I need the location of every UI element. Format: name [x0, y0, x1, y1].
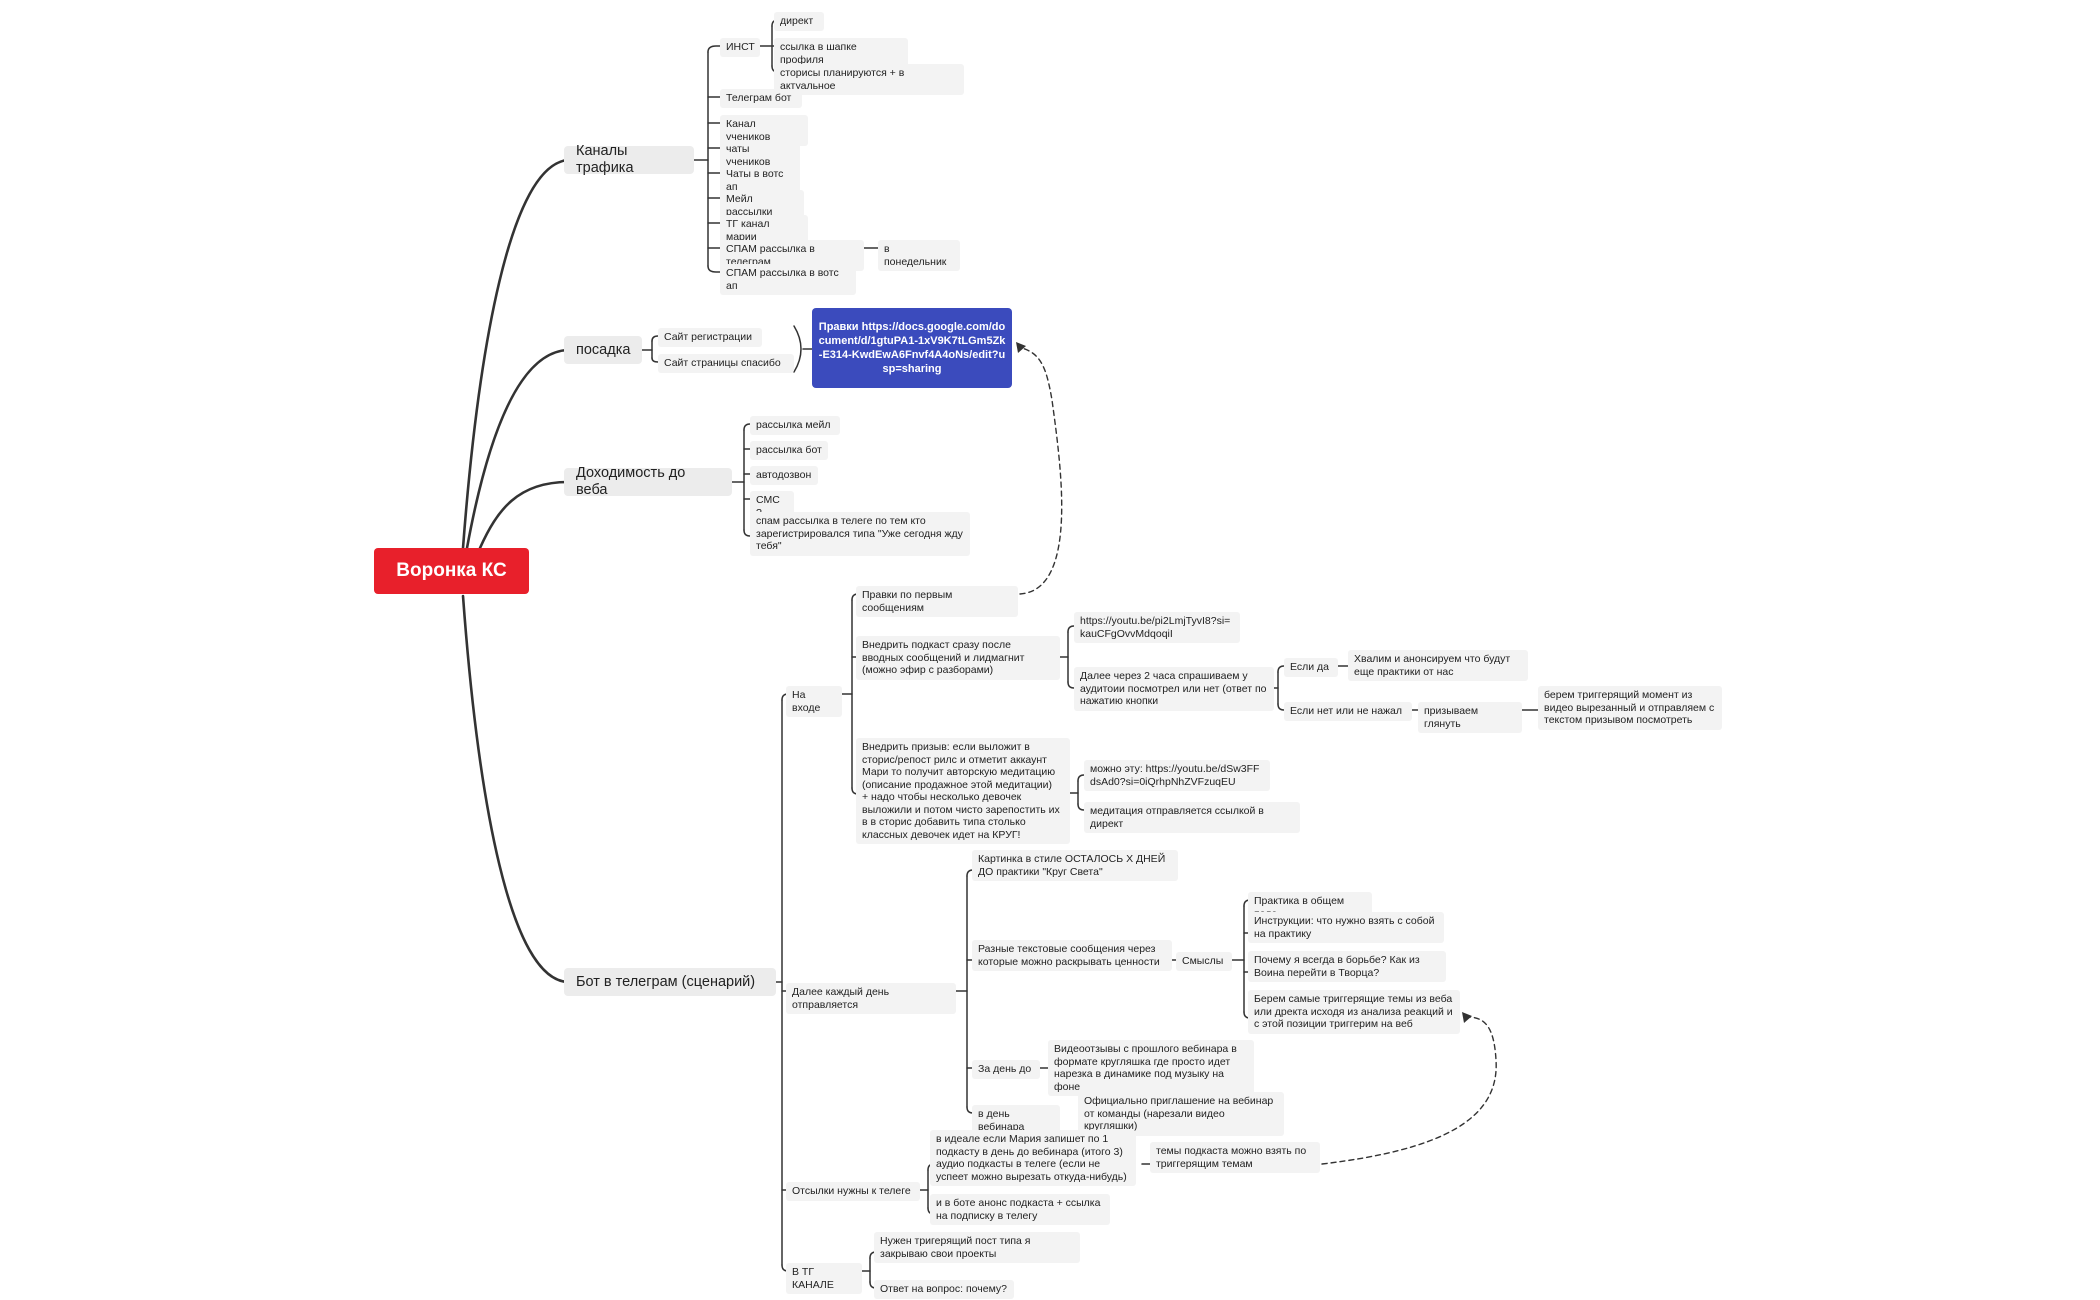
entry-podcast[interactable]: Внедрить подкаст сразу после вводных соо…	[856, 636, 1060, 680]
bot-entry[interactable]: На входе	[786, 686, 842, 717]
bot-tg-channel[interactable]: В ТГ КАНАЛЕ	[786, 1263, 862, 1294]
reach-autocall[interactable]: автодозвон	[750, 466, 818, 485]
meaning-instructions[interactable]: Инструкции: что нужно взять с собой на п…	[1248, 912, 1444, 943]
webinar-day-invite[interactable]: Официально приглашение на вебинар от ком…	[1078, 1092, 1284, 1136]
daily-day-before[interactable]: За день до	[972, 1060, 1040, 1079]
entry-first-messages-edits[interactable]: Правки по первым сообщениям	[856, 586, 1018, 617]
stories-meditation-link[interactable]: можно эту: https://youtu.be/dSw3FFdsAd0?…	[1084, 760, 1270, 791]
followup-if-yes[interactable]: Если да	[1284, 658, 1338, 677]
connector-root-bot	[461, 594, 570, 984]
podcast-youtube-link[interactable]: https://youtu.be/pi2LmjTyvI8?si=kauCFgOv…	[1074, 612, 1240, 643]
branch-webinar-reach[interactable]: Доходимость до веба	[564, 465, 732, 498]
if-no-trigger-moment[interactable]: берем триггерящий момент из видео выреза…	[1538, 686, 1722, 730]
connectors-landing	[641, 325, 813, 373]
daily-meanings[interactable]: Смыслы	[1176, 952, 1232, 971]
arrowheads	[1016, 342, 1472, 1023]
tg-answer-why[interactable]: Ответ на вопрос: почему?	[874, 1280, 1014, 1299]
daily-text-messages[interactable]: Разные текстовые сообщения через которые…	[972, 940, 1172, 971]
connector-root-traffic	[461, 158, 570, 550]
inst-profile-link[interactable]: ссылка в шапке профиля	[774, 38, 908, 69]
inst-stories[interactable]: сторисы планируются + в актуальное	[774, 64, 964, 95]
podcast-followup[interactable]: Далее через 2 часа спрашиваем у аудитоии…	[1074, 667, 1274, 711]
refs-podcast-topics[interactable]: темы подкаста можно взять по триггерящим…	[1150, 1142, 1320, 1173]
traffic-telegram-bot[interactable]: Телеграм бот	[720, 89, 802, 108]
connector-root-landing	[465, 348, 570, 550]
meaning-triggering-topics[interactable]: Берем самые триггерящие темы из веба или…	[1248, 990, 1460, 1034]
meaning-warrior-creator[interactable]: Почему я всегда в борьбе? Как из Воина п…	[1248, 951, 1446, 982]
daily-countdown-image[interactable]: Картинка в стиле ОСТАЛОСЬ Х ДНЕЙ ДО прак…	[972, 850, 1178, 881]
dashed-link-edits-to-callout	[1017, 346, 1063, 595]
landing-edits-callout[interactable]: Правки https://docs.google.com/document/…	[812, 308, 1012, 388]
bot-daily[interactable]: Далее каждый день отправляется	[786, 983, 956, 1014]
bot-telegram-refs[interactable]: Отсылки нужны к телеге	[786, 1182, 920, 1201]
dashed-link-topics-to-triggers	[1321, 1016, 1497, 1165]
reach-bot[interactable]: рассылка бот	[750, 441, 828, 460]
reach-spam-telegram[interactable]: спам рассылка в телеге по тем кто зареги…	[750, 512, 970, 556]
traffic-spam-whatsapp[interactable]: СПАМ рассылка в вотс ап	[720, 264, 856, 295]
followup-if-no[interactable]: Если нет или не нажал	[1284, 702, 1412, 721]
spam-monday[interactable]: в понедельник	[878, 240, 960, 271]
branch-landing[interactable]: посадка	[564, 336, 642, 364]
inst-direct[interactable]: директ	[774, 12, 824, 31]
day-before-video-reviews[interactable]: Видеоотзывы с прошлого вебинара в формат…	[1048, 1040, 1254, 1096]
branch-traffic-channels[interactable]: Каналы трафика	[564, 143, 694, 176]
if-yes-praise[interactable]: Хвалим и анонсируем что будут еще практи…	[1348, 650, 1528, 681]
connector-root-reach	[478, 480, 570, 550]
refs-podcast-ideal[interactable]: в идеале если Мария запишет по 1 подкаст…	[930, 1130, 1136, 1186]
tg-trigger-post[interactable]: Нужен тригерящий пост типа я закрываю св…	[874, 1232, 1080, 1263]
if-no-urge-watch[interactable]: призываем глянуть	[1418, 702, 1522, 733]
root-node[interactable]: Воронка КС	[374, 548, 529, 594]
landing-thankyou-site[interactable]: Сайт страницы спасибо	[658, 354, 794, 373]
stories-meditation-note[interactable]: медитация отправляется ссылкой в директ	[1084, 802, 1300, 833]
branch-telegram-bot[interactable]: Бот в телеграм (сценарий)	[564, 968, 776, 996]
landing-registration-site[interactable]: Сайт регистрации	[658, 328, 762, 347]
reach-mail[interactable]: рассылка мейл	[750, 416, 840, 435]
entry-stories-call[interactable]: Внедрить призыв: если выложит в сторис/р…	[856, 738, 1070, 844]
traffic-inst[interactable]: ИНСТ	[720, 38, 760, 57]
refs-bot-announce[interactable]: и в боте анонс подкаста + ссылка на подп…	[930, 1194, 1110, 1225]
